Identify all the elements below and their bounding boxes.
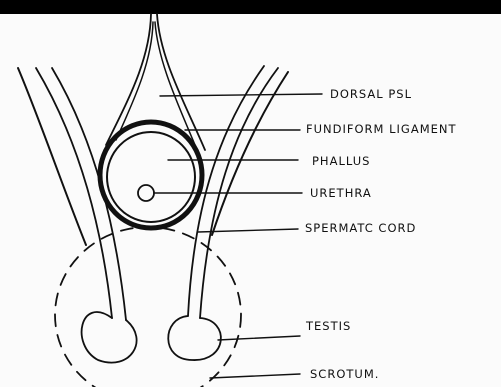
label-urethra: URETHRA [310,186,372,200]
label-phallus: PHALLUS [312,154,370,168]
right-testis [168,316,221,360]
label-spermatic-cord: SPERMATC CORD [305,221,416,235]
urethra-circle [138,185,154,201]
leader-scrotum [210,374,300,378]
leader-dorsal-psl [160,94,322,96]
scrotum-dashed-outline [55,227,241,387]
label-scrotum: SCROTUM. [310,367,379,381]
left-testis [82,312,137,363]
fundiform-ligament-ring [100,122,202,228]
label-testis: TESTIS [305,319,351,333]
phallus-circle [107,132,195,222]
leader-testis [218,336,300,340]
right-body-contour [212,72,288,235]
label-fundiform-ligament: FUNDIFORM LIGAMENT [306,122,457,136]
label-dorsal-psl: DORSAL PSL [330,87,412,101]
left-body-contour [18,68,86,245]
